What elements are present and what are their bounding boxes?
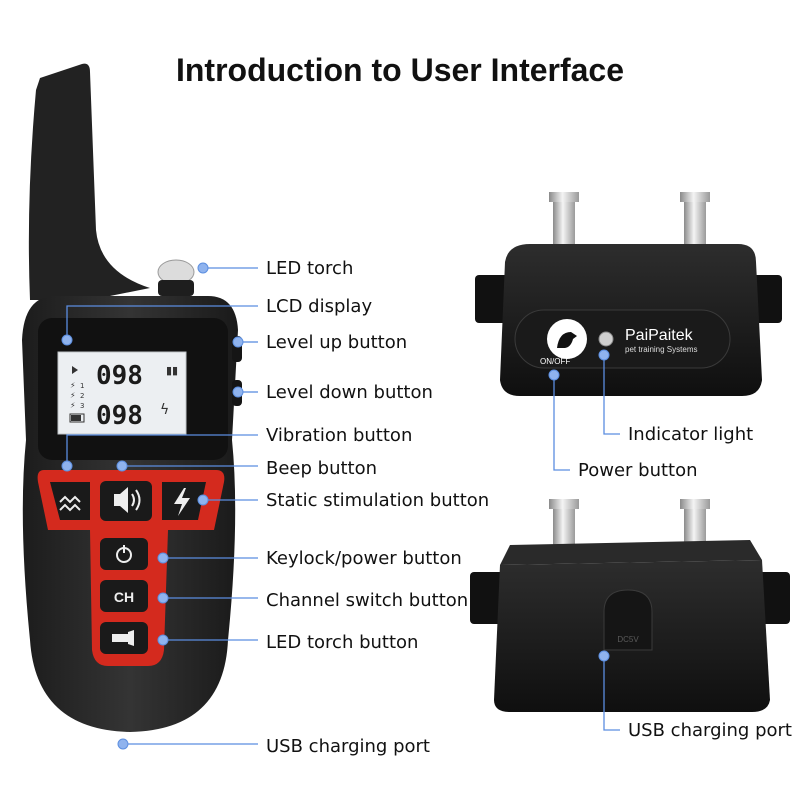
lcd-icons: ⚡ 1 ⚡ 2 ⚡ 3	[69, 366, 85, 423]
label-vibration-button: Vibration button	[266, 425, 413, 446]
lcd-channel-3: 3	[80, 402, 84, 410]
svg-text:⚡: ⚡	[70, 401, 76, 410]
led-torch-button[interactable]	[100, 622, 148, 654]
channel-switch-button[interactable]: CH	[100, 580, 148, 612]
svg-text:⚡: ⚡	[70, 381, 76, 390]
torch-icon	[112, 634, 128, 642]
receiver-callouts	[548, 349, 620, 731]
static-stimulation-button[interactable]	[162, 482, 206, 520]
label-led-torch-button: LED torch button	[266, 632, 419, 653]
vibration-button[interactable]	[50, 482, 90, 520]
on-off-mark: ON/OFF	[540, 357, 570, 366]
ch-label: CH	[114, 589, 134, 605]
label-channel-switch-button: Channel switch button	[266, 590, 469, 611]
label-usb-charging-port-receiver: USB charging port	[628, 720, 792, 741]
lightning-icon	[174, 488, 190, 516]
svg-text:▮▮: ▮▮	[166, 364, 178, 377]
probe-left	[553, 198, 575, 258]
label-led-torch: LED torch	[266, 258, 354, 279]
label-usb-charging-port-remote: USB charging port	[266, 736, 430, 757]
indicator-light	[598, 331, 614, 347]
lcd-channel-1: 1	[80, 382, 84, 390]
lcd-top-value: 098	[96, 361, 143, 391]
speaker-icon	[114, 487, 128, 513]
label-power-button: Power button	[578, 460, 698, 481]
port-mark: DC5V	[617, 635, 639, 644]
probe-right	[684, 198, 706, 258]
svg-text:⚡: ⚡	[70, 391, 76, 400]
remote-antenna	[28, 63, 150, 300]
brand-name: PaiPaitek	[625, 327, 694, 344]
lcd-channel-2: 2	[80, 392, 84, 400]
label-indicator-light: Indicator light	[628, 424, 754, 445]
remote-transmitter: ⚡ 1 ⚡ 2 ⚡ 3 098 098 ▮▮ ϟ	[22, 63, 242, 732]
label-static-stimulation-button: Static stimulation button	[266, 490, 490, 511]
label-keylock-power-button: Keylock/power button	[266, 548, 462, 569]
remote-callouts	[61, 262, 258, 750]
receiver-back: DC5V	[470, 499, 790, 712]
vibration-icon	[59, 495, 81, 512]
label-level-down-button: Level down button	[266, 382, 433, 403]
label-level-up-button: Level up button	[266, 332, 408, 353]
keylock-power-button[interactable]	[100, 538, 148, 570]
receiver-front: PaiPaitek pet training Systems ON/OFF	[475, 192, 782, 396]
usb-port-cover	[603, 589, 653, 651]
label-beep-button: Beep button	[266, 458, 378, 479]
svg-text:ϟ: ϟ	[160, 402, 169, 418]
label-lcd-display: LCD display	[266, 296, 373, 317]
lcd-bottom-value: 098	[96, 401, 143, 431]
brand-tagline: pet training Systems	[625, 345, 697, 354]
page-title: Introduction to User Interface	[175, 52, 625, 88]
beep-button[interactable]	[100, 481, 152, 521]
